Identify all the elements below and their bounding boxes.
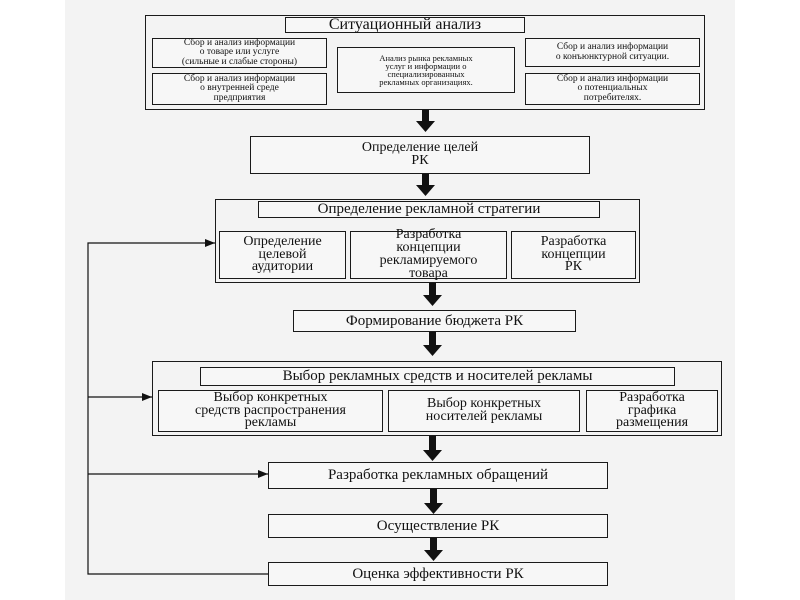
info-consumers-box: Сбор и анализ информации о потенциальных… — [525, 73, 700, 105]
strategy-title: Определение рекламной стратегии — [258, 201, 600, 218]
media-selection-title: Выбор рекламных средств и носителей рекл… — [200, 367, 675, 386]
info-market-situation-box: Сбор и анализ информации о конъюнктурной… — [525, 38, 700, 67]
flow-arrow-4 — [423, 332, 442, 356]
info-internal-box: Сбор и анализ информации о внутренней ср… — [152, 73, 327, 105]
flow-arrow-3 — [423, 283, 442, 306]
product-concept-box: Разработка концепции рекламируемого това… — [350, 228, 507, 280]
flow-arrow-7 — [424, 538, 443, 561]
situation-analysis-title: Ситуационный анализ — [285, 17, 525, 33]
evaluation-box: Оценка эффективности РК — [268, 562, 608, 586]
budget-box: Формирование бюджета РК — [293, 310, 576, 332]
target-audience-box: Определение целевой аудитории — [219, 231, 346, 279]
flow-arrow-5 — [423, 436, 442, 461]
flow-arrow-2 — [416, 174, 435, 196]
feedback-arrow-strategy — [87, 239, 268, 575]
implementation-box: Осуществление РК — [268, 514, 608, 538]
market-analysis-box: Анализ рынка рекламных услуг и информаци… — [337, 47, 515, 93]
flow-arrow-1 — [416, 110, 435, 132]
media-channels-box: Выбор конкретных средств распространения… — [158, 390, 383, 432]
messages-box: Разработка рекламных обращений — [268, 462, 608, 489]
campaign-concept-box: Разработка концепции РК — [511, 231, 636, 279]
goals-box: Определение целей РК — [250, 136, 590, 174]
info-product-box: Сбор и анализ информации о товаре или ус… — [152, 38, 327, 68]
flow-arrow-6 — [424, 489, 443, 514]
media-carriers-box: Выбор конкретных носителей рекламы — [388, 390, 580, 432]
placement-schedule-box: Разработка графика размещения — [586, 390, 718, 432]
